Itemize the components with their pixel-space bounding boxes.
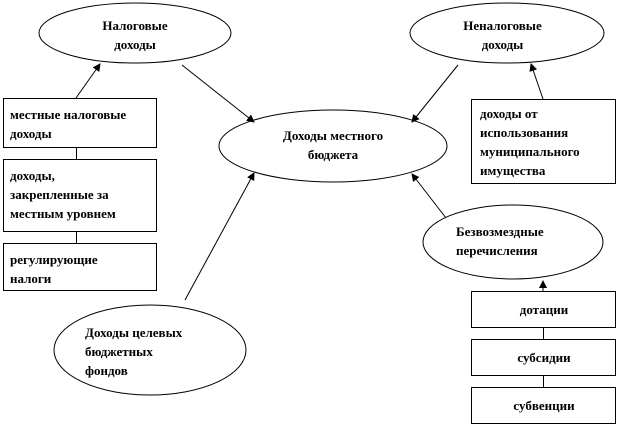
text-subventions: субвенции bbox=[513, 398, 575, 413]
label-line: доходы от bbox=[480, 106, 538, 121]
label-line: доходы bbox=[481, 37, 524, 52]
box-local-tax-income bbox=[3, 98, 157, 148]
arrow bbox=[411, 173, 447, 219]
label-line: налоги bbox=[10, 271, 52, 286]
label-line: фондов bbox=[85, 363, 128, 378]
label-line: местные налоговые bbox=[10, 107, 127, 122]
ellipse-target-funds-income bbox=[53, 304, 247, 396]
label-line: бюджетных bbox=[85, 344, 153, 359]
box-subsidies bbox=[471, 339, 616, 376]
box-fixed-local-income bbox=[3, 159, 157, 232]
text-fixed-local-income: доходы, закрепленные за местным уровнем bbox=[10, 166, 116, 223]
ellipse-tax-income bbox=[38, 2, 232, 64]
label-line: доходы, bbox=[10, 168, 55, 183]
label-line: регулирующие bbox=[10, 252, 98, 267]
text-grants: дотации bbox=[519, 302, 569, 317]
ellipse-nontax-income bbox=[409, 2, 605, 64]
box-municipal-property-income bbox=[471, 99, 616, 184]
box-regulating-taxes bbox=[3, 243, 157, 291]
label-line: Неналоговые bbox=[463, 18, 542, 33]
label-line: муниципального bbox=[480, 144, 580, 159]
arrow bbox=[181, 64, 255, 123]
text-regulating-taxes: регулирующие налоги bbox=[10, 250, 98, 288]
label-line: Доходы местного bbox=[282, 128, 384, 143]
label-line: имущества bbox=[480, 163, 546, 178]
ellipse-local-budget-income bbox=[218, 109, 448, 183]
label-line: доходы bbox=[114, 37, 156, 52]
text-municipal-property-income: доходы от использования муниципального и… bbox=[480, 104, 580, 180]
box-subventions bbox=[471, 387, 616, 424]
label-line: перечисления bbox=[456, 243, 538, 258]
label-line: Безвозмездные bbox=[456, 224, 544, 239]
label-line: закрепленные за bbox=[10, 187, 109, 202]
label-line: местным уровнем bbox=[10, 206, 116, 221]
label-nontax-income: Неналоговые доходы bbox=[450, 16, 555, 54]
label-line: бюджета bbox=[307, 147, 359, 162]
arrow bbox=[411, 64, 459, 123]
text-local-tax-income: местные налоговые доходы bbox=[10, 105, 126, 143]
arrow bbox=[184, 172, 255, 301]
label-tax-income: Налоговые доходы bbox=[85, 16, 185, 54]
label-local-budget-income: Доходы местного бюджета bbox=[263, 126, 403, 164]
label-target-funds-income: Доходы целевых бюджетных фондов bbox=[85, 323, 182, 380]
label-line: использования bbox=[480, 125, 569, 140]
box-grants bbox=[471, 291, 616, 328]
ellipse-gratuitous-transfers bbox=[422, 204, 604, 280]
label-gratuitous-transfers: Безвозмездные перечисления bbox=[456, 222, 544, 260]
arrow bbox=[529, 63, 544, 100]
label-line: доходы bbox=[10, 126, 52, 141]
label-line: Налоговые bbox=[102, 18, 168, 33]
label-line: Доходы целевых bbox=[85, 325, 183, 340]
arrow bbox=[75, 63, 101, 99]
text-subsidies: субсидии bbox=[517, 350, 571, 365]
